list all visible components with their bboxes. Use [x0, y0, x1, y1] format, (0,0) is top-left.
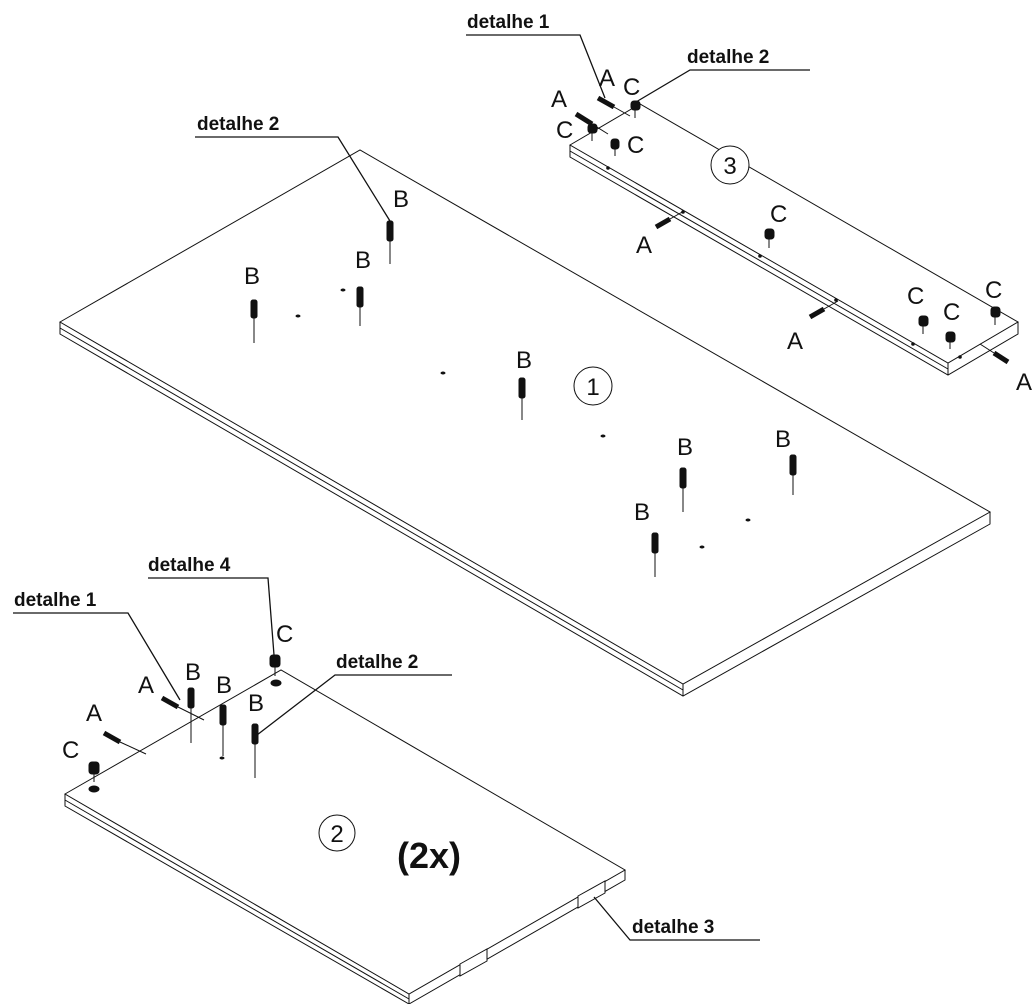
detail-1-label-top: detalhe 1 — [467, 12, 550, 33]
hardware-label-c: C — [62, 737, 79, 764]
hardware-label-a: A — [787, 328, 803, 355]
hardware-label-b: B — [355, 247, 371, 274]
hardware-label-b: B — [216, 672, 232, 699]
hardware-label-b: B — [393, 186, 409, 213]
hinge-recess — [459, 948, 488, 977]
hardware-label-c: C — [907, 283, 924, 310]
cam-c — [587, 123, 598, 141]
quantity-label: (2x) — [397, 835, 461, 876]
hardware-label-a: A — [138, 672, 154, 699]
screw-a — [654, 210, 685, 230]
cam-locks — [88, 100, 1001, 793]
panel-1 — [58, 149, 992, 697]
hardware-label-b: B — [248, 690, 264, 717]
hardware-label-b: B — [516, 347, 532, 374]
panel-3 — [569, 103, 1019, 376]
detail-1-label-panel-2: detalhe 1 — [14, 590, 97, 611]
cam-c — [945, 331, 956, 349]
part-number-2-text: 2 — [330, 821, 343, 848]
screw-a — [979, 343, 1010, 365]
hardware-label-a: A — [1016, 369, 1032, 396]
hardware-label-c: C — [556, 117, 573, 144]
part-number-3: 3 — [710, 145, 750, 185]
detail-2-label-panel-2: detalhe 2 — [336, 652, 418, 673]
screw-a — [808, 300, 839, 320]
hardware-label-b: B — [677, 434, 693, 461]
cam-c — [990, 306, 1001, 325]
cam-c — [88, 761, 100, 793]
cam-c — [918, 315, 929, 334]
screw-a — [160, 695, 205, 721]
cam-c — [269, 654, 282, 687]
dowel-b — [789, 454, 797, 495]
part-number-2: 2 — [318, 814, 356, 852]
cam-c — [610, 138, 620, 156]
dowel-b — [356, 286, 364, 326]
screw-a — [102, 730, 147, 755]
detail-2-label-panel-1: detalhe 2 — [197, 114, 279, 135]
hardware-label-c: C — [985, 277, 1002, 304]
part-number-3-text: 3 — [723, 153, 736, 180]
part-number-1: 1 — [573, 366, 613, 406]
hardware-label-b: B — [634, 499, 650, 526]
cam-c — [764, 228, 775, 248]
hardware-label-a: A — [86, 700, 102, 727]
detail-2-label-top: detalhe 2 — [687, 47, 769, 68]
hardware-label-c: C — [943, 299, 960, 326]
dowel-b — [518, 377, 526, 420]
dowel-b — [679, 467, 687, 512]
hardware-label-c: C — [627, 132, 644, 159]
dowel-b — [219, 704, 227, 756]
detail-4-label: detalhe 4 — [148, 555, 231, 576]
hardware-label-b: B — [185, 659, 201, 686]
hardware-label-b: B — [244, 263, 260, 290]
hardware-label-c: C — [770, 201, 787, 228]
hardware-label-a: A — [636, 232, 652, 259]
hinge-recess — [577, 880, 606, 909]
hardware-label-a: A — [551, 86, 567, 113]
screw-a — [596, 95, 631, 117]
callout-leaders — [13, 34, 810, 941]
hardware-label-b: B — [775, 426, 791, 453]
dowel-pins — [187, 220, 797, 778]
part-number-1-text: 1 — [586, 374, 599, 401]
hardware-label-c: C — [623, 74, 640, 101]
dowel-b — [651, 532, 659, 577]
cam-c — [630, 100, 641, 118]
dowel-b — [251, 723, 259, 778]
dowel-b — [250, 299, 258, 343]
hardware-label-c: C — [276, 621, 293, 648]
detail-3-label: detalhe 3 — [632, 917, 714, 938]
hardware-label-a: A — [599, 65, 615, 92]
